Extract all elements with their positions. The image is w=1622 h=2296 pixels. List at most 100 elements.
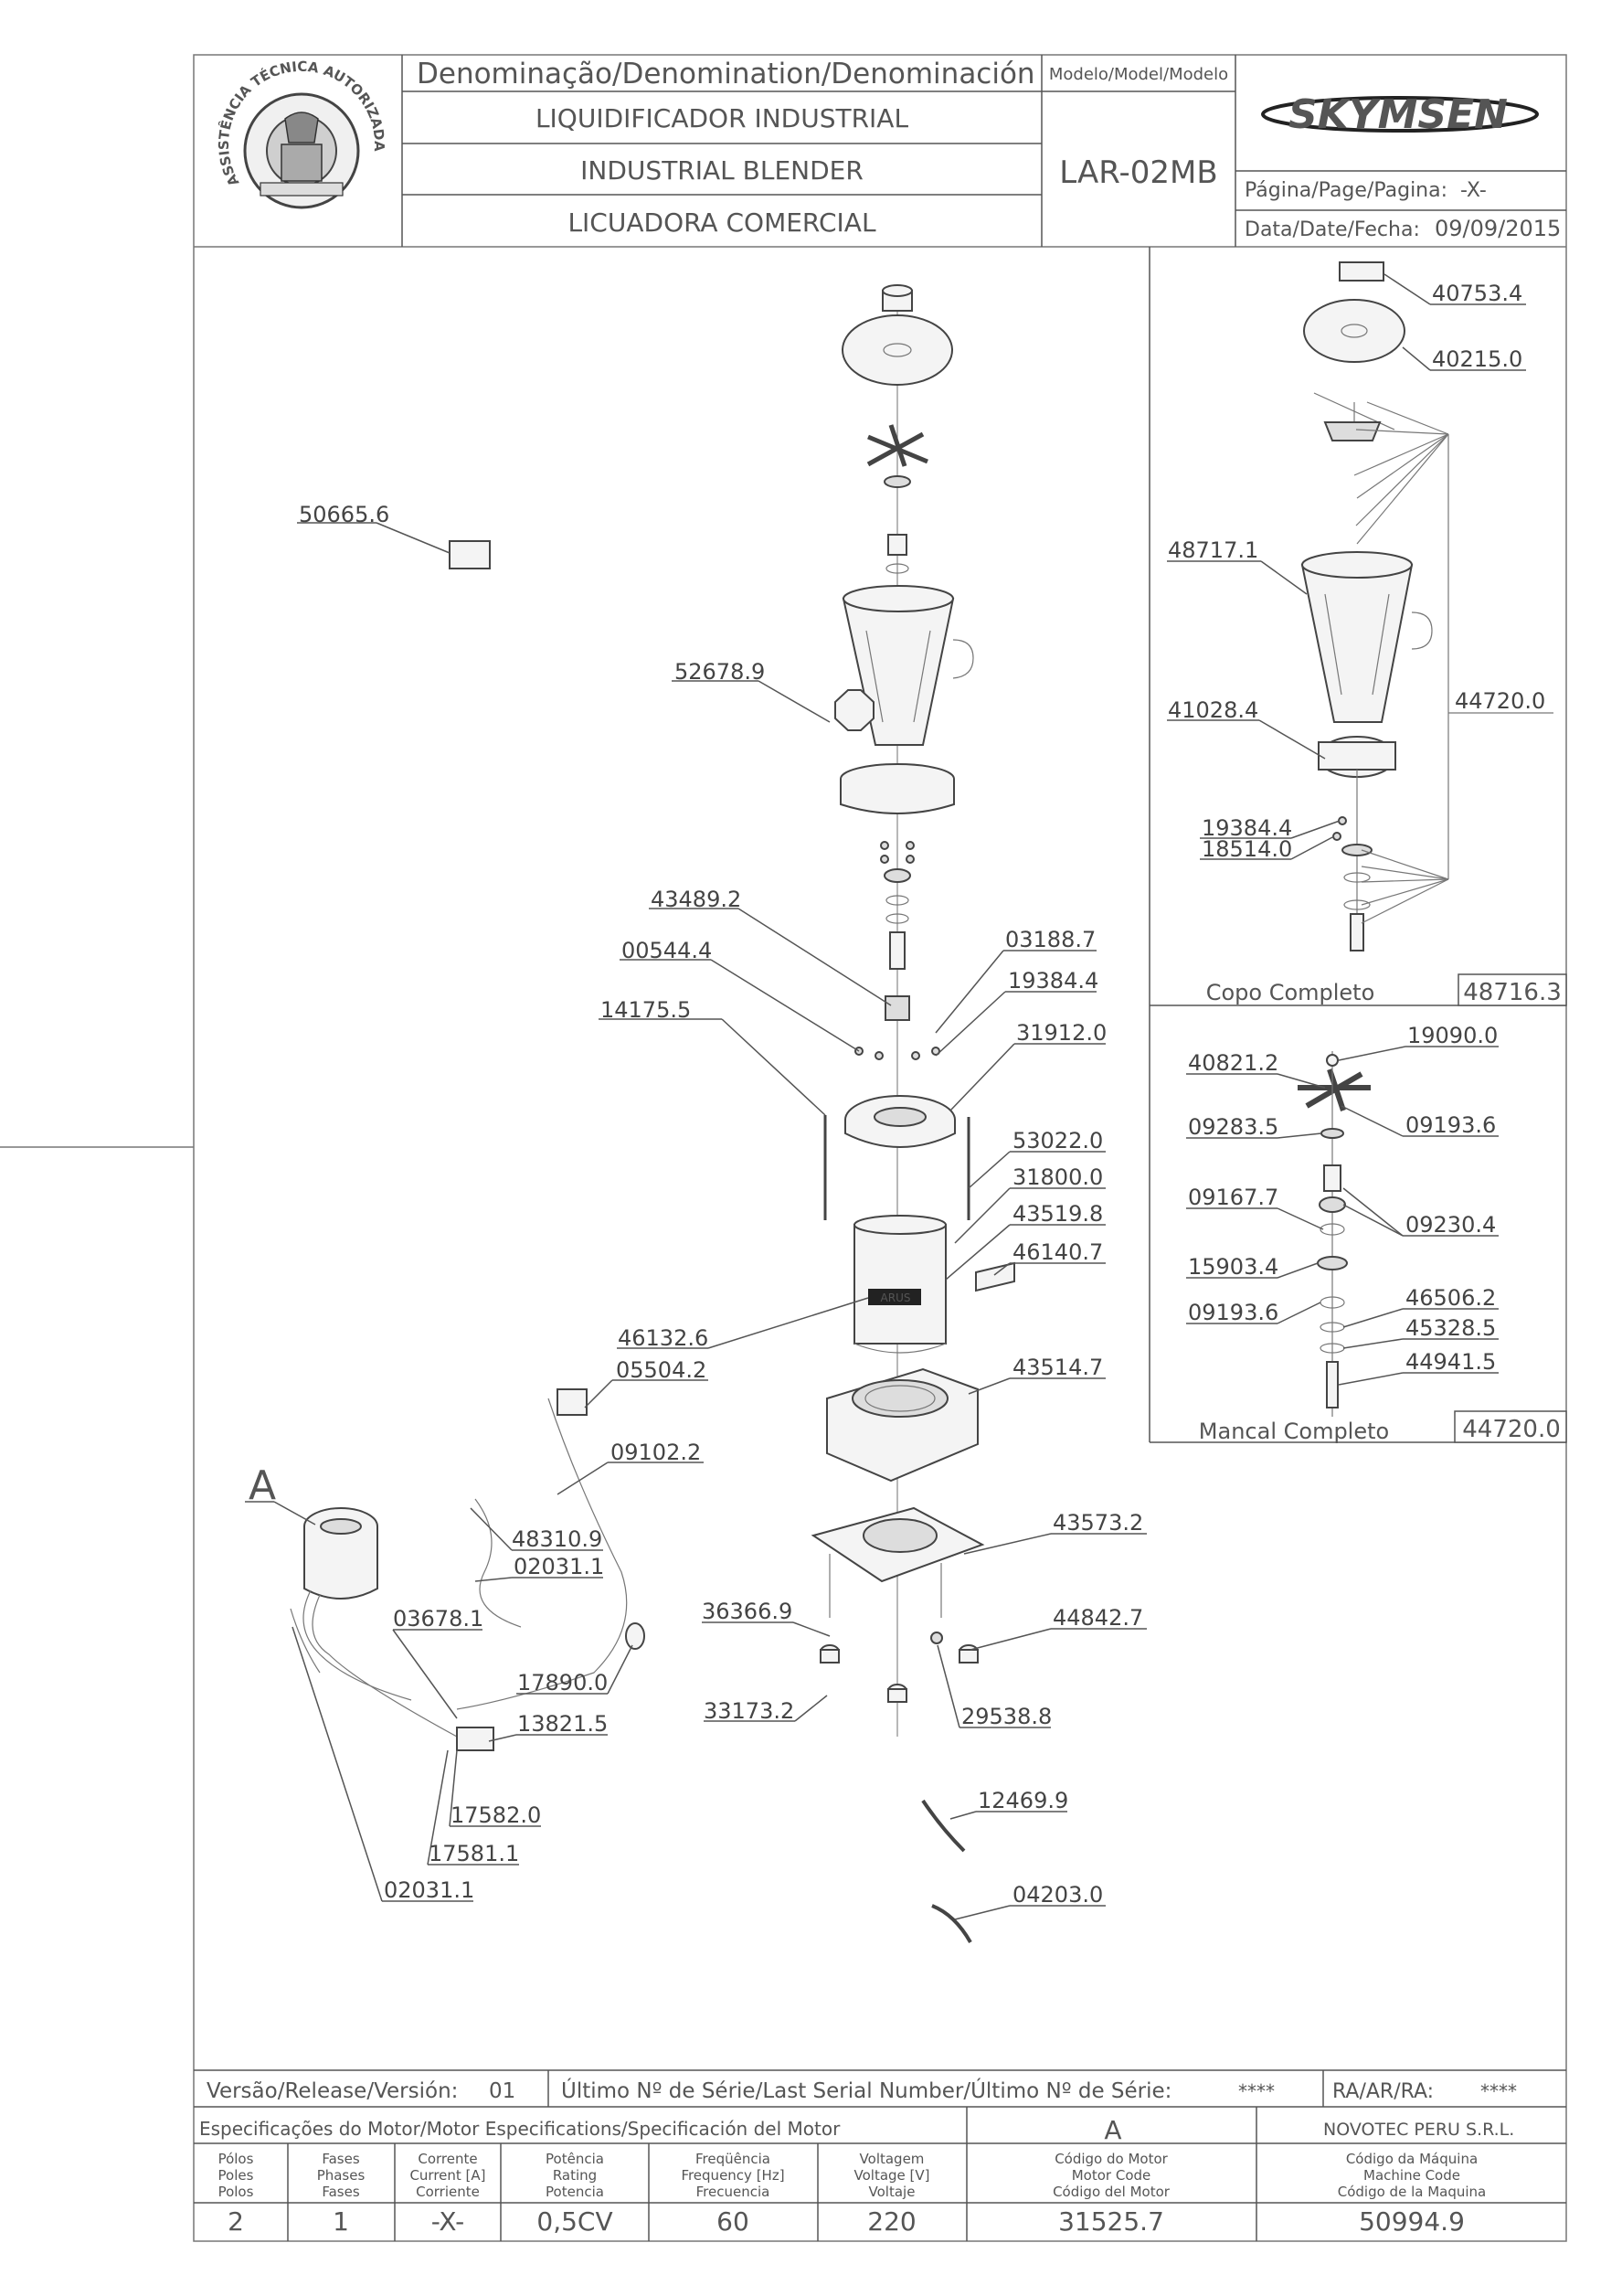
serial-label: Último Nº de Série/Last Serial Number/Úl… <box>561 2078 1171 2103</box>
callout-02031-1-top: 02031.1 <box>514 1554 604 1579</box>
product-name-en: INDUSTRIAL BLENDER <box>580 155 864 186</box>
sheet-frame <box>0 54 1567 2242</box>
mancal-code: 44720.0 <box>1462 1416 1561 1443</box>
copo-code: 48716.3 <box>1463 979 1562 1006</box>
callout-31800-0: 31800.0 <box>1012 1164 1103 1190</box>
spec-header-line2: Motor Code <box>1072 2167 1151 2184</box>
copo-title: Copo Completo <box>1206 980 1375 1005</box>
spec-value: 2 <box>228 2206 244 2237</box>
denomination-label: Denominação/Denomination/Denominación <box>417 58 1035 90</box>
brand-name: SKYMSEN <box>1288 91 1508 138</box>
callout-52678-9: 52678.9 <box>674 659 765 685</box>
page-label: Página/Page/Pagina: <box>1245 179 1447 202</box>
callout-09102-2: 09102.2 <box>610 1440 701 1465</box>
mancal-title: Mancal Completo <box>1199 1419 1389 1444</box>
spec-value: 50994.9 <box>1359 2206 1465 2237</box>
mancal-callout-40821-2: 40821.2 <box>1188 1050 1278 1076</box>
mancal-callout-09193-6-bottom: 09193.6 <box>1188 1300 1278 1325</box>
copo-callout-19384-4: 19384.4 <box>1202 815 1292 841</box>
spec-header-line3: Polos <box>218 2184 254 2200</box>
mancal-callout-15903-4: 15903.4 <box>1188 1254 1278 1280</box>
callout-labels: 50665.6 52678.9 43489.2 00544.4 14175.5 … <box>249 281 1545 1908</box>
copo-callout-48717-1: 48717.1 <box>1168 537 1258 563</box>
motor-spec-table: Versão/Release/Versión: 01 Último Nº de … <box>194 2069 1566 2241</box>
spec-header-line1: Código da Máquina <box>1346 2151 1478 2167</box>
model-value: LAR-02MB <box>1059 154 1217 191</box>
callout-17582-0: 17582.0 <box>451 1802 541 1828</box>
release-label: Versão/Release/Versión: <box>207 2079 458 2103</box>
spec-header-line1: Fases <box>322 2151 359 2167</box>
mancal-callout-09167-7: 09167.7 <box>1188 1185 1278 1210</box>
spec-header-line2: Voltage [V] <box>854 2167 930 2184</box>
spec-header-line3: Potencia <box>546 2184 604 2200</box>
callout-17581-1: 17581.1 <box>429 1841 519 1866</box>
mancal-completo-panel: Mancal Completo 44720.0 <box>1199 1051 1567 1444</box>
spec-header-line3: Voltaje <box>869 2184 916 2200</box>
callout-44842-7: 44842.7 <box>1053 1605 1143 1631</box>
callout-02031-1-bottom: 02031.1 <box>384 1877 474 1903</box>
spec-header-line3: Frecuencia <box>696 2184 770 2200</box>
product-name-es: LICUADORA COMERCIAL <box>567 207 875 238</box>
spec-header-line2: Rating <box>553 2167 597 2184</box>
spec-header-line2: Machine Code <box>1363 2167 1460 2184</box>
spec-value: 31525.7 <box>1058 2206 1164 2237</box>
spec-value: 1 <box>333 2206 349 2237</box>
spec-header-line1: Freqüência <box>695 2151 770 2167</box>
ra-value: **** <box>1480 2080 1517 2102</box>
motor-letter: A <box>1104 2115 1121 2145</box>
motor-badge: ARUS <box>881 1292 911 1304</box>
spec-header-line2: Frequency [Hz] <box>681 2167 784 2184</box>
callout-50665-6: 50665.6 <box>299 502 389 527</box>
spec-value: -X- <box>431 2206 465 2237</box>
callout-04203-0: 04203.0 <box>1012 1882 1103 1908</box>
mancal-callout-45328-5: 45328.5 <box>1405 1315 1496 1341</box>
mancal-callout-44941-5: 44941.5 <box>1405 1349 1496 1375</box>
callout-43519-8: 43519.8 <box>1012 1201 1103 1227</box>
callout-31912-0: 31912.0 <box>1016 1020 1107 1046</box>
mancal-callout-09230-4: 09230.4 <box>1405 1212 1496 1238</box>
copo-callout-44720-0: 44720.0 <box>1455 688 1545 714</box>
company-name: NOVOTEC PERU S.R.L. <box>1323 2120 1514 2140</box>
spec-header-line1: Corrente <box>418 2151 477 2167</box>
spec-header-line1: Código do Motor <box>1055 2151 1168 2167</box>
spec-header-line2: Current [A] <box>409 2167 485 2184</box>
spec-columns: PólosPolesPolos2FasesPhasesFases1Corrent… <box>218 2151 1487 2237</box>
callout-03678-1: 03678.1 <box>393 1606 483 1632</box>
date-label: Data/Date/Fecha: <box>1245 218 1420 241</box>
spec-value: 0,5CV <box>536 2206 612 2237</box>
brand-logo: SKYMSEN <box>1261 91 1539 138</box>
callout-33173-2: 33173.2 <box>704 1698 794 1724</box>
copo-callout-41028-4: 41028.4 <box>1168 697 1258 723</box>
callout-19384-4: 19384.4 <box>1008 968 1098 994</box>
spec-value: 60 <box>716 2206 749 2237</box>
callout-53022-0: 53022.0 <box>1012 1128 1103 1153</box>
callout-43489-2: 43489.2 <box>651 887 741 912</box>
callout-48310-9: 48310.9 <box>512 1526 602 1552</box>
copo-callout-18514-0: 18514.0 <box>1202 836 1292 862</box>
motor-spec-label: Especificações do Motor/Motor Especifica… <box>199 2118 841 2140</box>
date-value: 09/09/2015 <box>1435 216 1561 241</box>
callout-43514-7: 43514.7 <box>1012 1355 1103 1380</box>
callout-14175-5: 14175.5 <box>600 997 691 1023</box>
copo-callout-40215-0: 40215.0 <box>1432 346 1522 372</box>
spec-header-line2: Phases <box>317 2167 366 2184</box>
ra-label: RA/AR/RA: <box>1332 2080 1434 2103</box>
callout-36366-9: 36366.9 <box>702 1599 792 1624</box>
spec-value: 220 <box>867 2206 916 2237</box>
callout-12469-9: 12469.9 <box>978 1788 1068 1813</box>
release-value: 01 <box>489 2079 515 2103</box>
spec-header-line3: Código del Motor <box>1053 2184 1171 2200</box>
product-name-pt: LIQUIDIFICADOR INDUSTRIAL <box>535 103 908 133</box>
spec-header-line3: Código de la Maquina <box>1338 2184 1486 2200</box>
callout-29538-8: 29538.8 <box>961 1704 1052 1729</box>
callout-leaders <box>245 273 1526 1920</box>
callout-13821-5: 13821.5 <box>517 1711 608 1737</box>
serial-value: **** <box>1238 2080 1275 2102</box>
title-block: ASSISTÊNCIA TÉCNICA AUTORIZADA Denominaç… <box>216 55 1566 247</box>
motor-reference-letter: A <box>249 1462 276 1509</box>
spec-header-line1: Pólos <box>218 2151 254 2167</box>
model-label: Modelo/Model/Modelo <box>1049 65 1228 84</box>
spec-header-line3: Fases <box>322 2184 359 2200</box>
spec-header-line1: Voltagem <box>860 2151 925 2167</box>
spec-header-line3: Corriente <box>416 2184 480 2200</box>
